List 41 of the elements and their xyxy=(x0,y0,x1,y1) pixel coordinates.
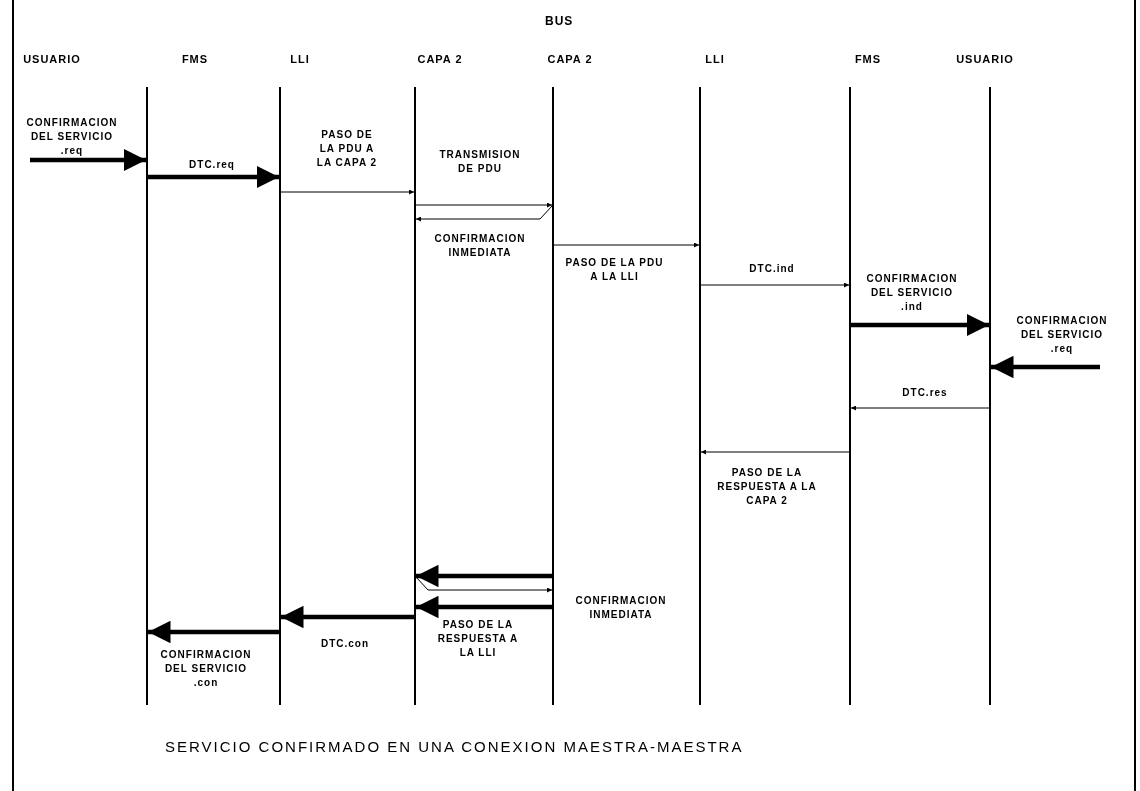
edge-label: CONFIRMACION DEL SERVICIO .ind xyxy=(865,272,959,314)
edge-label: PASO DE LA RESPUESTA A LA CAPA 2 xyxy=(716,466,818,508)
arrow xyxy=(553,242,700,248)
edge-label: DTC.req xyxy=(188,158,236,172)
lifeline-header: LLI xyxy=(705,53,725,65)
edge-label: DTC.con xyxy=(319,637,371,651)
arrow xyxy=(700,282,850,288)
lifeline-header: FMS xyxy=(181,53,209,65)
edge-label: PASO DE LA PDU A LA LLI xyxy=(564,256,665,284)
lifeline-header: USUARIO xyxy=(956,53,1014,65)
arrow xyxy=(851,313,989,337)
arrow xyxy=(415,202,553,208)
edge-label: DTC.res xyxy=(901,386,949,400)
edge-label: TRANSMISION DE PDU xyxy=(438,148,522,176)
edge-label: CONFIRMACION DEL SERVICIO .req xyxy=(1015,314,1109,356)
arrow xyxy=(700,449,850,455)
lifeline-header: CAPA 2 xyxy=(547,53,593,65)
lifeline-header: FMS xyxy=(854,53,882,65)
arrow xyxy=(416,595,552,619)
arrow xyxy=(30,148,146,172)
edge-label: PASO DE LA PDU A LA CAPA 2 xyxy=(315,128,379,170)
edge-label: CONFIRMACION INMEDIATA xyxy=(433,232,527,260)
arrow xyxy=(148,620,279,644)
arrow xyxy=(416,564,552,588)
arrow xyxy=(991,355,1100,379)
edge-label: CONFIRMACION DEL SERVICIO .req xyxy=(25,116,119,158)
lifeline-header: LLI xyxy=(290,53,310,65)
edge-label: CONFIRMACION INMEDIATA xyxy=(574,594,668,622)
title: BUS xyxy=(545,14,574,28)
edge-label: CONFIRMACION DEL SERVICIO .con xyxy=(159,648,253,690)
arrow xyxy=(415,205,553,222)
caption: SERVICIO CONFIRMADO EN UNA CONEXION MAESTRA-MAESTRA xyxy=(165,738,744,755)
arrow xyxy=(148,165,279,189)
lifeline-header: USUARIO xyxy=(23,53,81,65)
arrow xyxy=(280,189,415,195)
arrow xyxy=(281,605,414,629)
arrow xyxy=(415,576,553,593)
arrow xyxy=(850,405,990,411)
lifeline-header: CAPA 2 xyxy=(417,53,463,65)
edge-label: PASO DE LA RESPUESTA A LA LLI xyxy=(436,618,520,660)
edge-label: DTC.ind xyxy=(748,262,796,276)
